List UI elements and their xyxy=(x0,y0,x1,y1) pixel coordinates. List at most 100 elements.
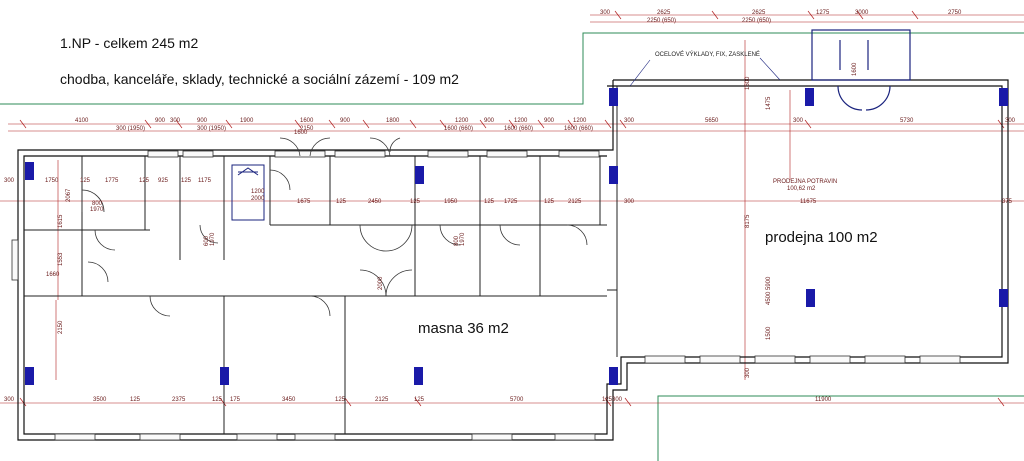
svg-text:300: 300 xyxy=(612,397,623,403)
prodejna-small-area: 100,62 m2 xyxy=(787,186,816,192)
svg-text:300: 300 xyxy=(745,367,751,378)
svg-text:1600 (660): 1600 (660) xyxy=(564,126,593,132)
svg-text:5900: 5900 xyxy=(766,276,772,290)
svg-text:5730: 5730 xyxy=(900,118,914,124)
svg-text:300: 300 xyxy=(793,118,804,124)
svg-text:8175: 8175 xyxy=(745,214,751,228)
svg-text:125: 125 xyxy=(414,397,425,403)
windows xyxy=(11,150,961,441)
svg-text:125: 125 xyxy=(130,397,141,403)
svg-text:1970: 1970 xyxy=(210,232,216,246)
svg-text:2000: 2000 xyxy=(378,276,384,290)
svg-text:1200: 1200 xyxy=(514,118,528,124)
svg-text:1675: 1675 xyxy=(297,199,311,205)
svg-text:900: 900 xyxy=(197,118,208,124)
svg-text:1475: 1475 xyxy=(766,96,772,110)
svg-text:1200: 1200 xyxy=(251,189,265,195)
dimension-ticks xyxy=(19,10,1005,407)
svg-text:2625: 2625 xyxy=(657,10,671,16)
svg-text:1950: 1950 xyxy=(444,199,458,205)
room-label-prodejna: prodejna 100 m2 xyxy=(765,229,878,246)
interior-walls xyxy=(24,86,618,434)
svg-text:300: 300 xyxy=(4,397,15,403)
svg-text:900: 900 xyxy=(155,118,166,124)
entrance-vestibule xyxy=(811,29,911,111)
svg-text:125: 125 xyxy=(410,199,421,205)
svg-text:800: 800 xyxy=(454,235,460,246)
plan-subtitle: chodba, kanceláře, sklady, technické a s… xyxy=(60,71,459,87)
svg-text:5650: 5650 xyxy=(705,118,719,124)
svg-text:125: 125 xyxy=(544,199,555,205)
dimension-text-bottom: 300 3500 125 2375 125 175 3450 125 2125 … xyxy=(4,397,832,403)
svg-text:375: 375 xyxy=(1002,199,1013,205)
svg-text:1600 (660): 1600 (660) xyxy=(504,126,533,132)
svg-text:1970: 1970 xyxy=(460,232,466,246)
svg-text:1970: 1970 xyxy=(90,207,104,213)
svg-text:125: 125 xyxy=(484,199,495,205)
dimension-text-vertical: 8175 5900 1500 4500 1475 1600 1500 300 2… xyxy=(46,62,858,378)
room-label-masna: masna 36 m2 xyxy=(418,320,509,337)
svg-text:1900: 1900 xyxy=(240,118,254,124)
svg-text:2000: 2000 xyxy=(251,196,265,202)
svg-text:300: 300 xyxy=(600,10,611,16)
svg-text:1750: 1750 xyxy=(45,178,59,184)
svg-text:125: 125 xyxy=(602,397,613,403)
svg-text:300: 300 xyxy=(624,118,635,124)
svg-text:900: 900 xyxy=(340,118,351,124)
svg-text:1725: 1725 xyxy=(504,199,518,205)
svg-text:2125: 2125 xyxy=(568,199,582,205)
svg-text:300: 300 xyxy=(1005,118,1016,124)
svg-text:2250 (650): 2250 (650) xyxy=(742,18,771,24)
svg-text:125: 125 xyxy=(336,199,347,205)
svg-text:1600: 1600 xyxy=(300,118,314,124)
svg-text:1600 (660): 1600 (660) xyxy=(444,126,473,132)
svg-text:2125: 2125 xyxy=(375,397,389,403)
svg-text:300 (1950): 300 (1950) xyxy=(116,126,145,132)
outer-walls xyxy=(17,79,1009,441)
svg-text:1200: 1200 xyxy=(455,118,469,124)
svg-text:1600: 1600 xyxy=(852,62,858,76)
svg-text:1500: 1500 xyxy=(766,326,772,340)
lift-shaft xyxy=(231,164,265,221)
doors xyxy=(81,137,588,317)
svg-text:3000: 3000 xyxy=(855,10,869,16)
svg-text:1600: 1600 xyxy=(294,130,308,136)
window-note: OCELOVÉ VÝKLADY, FIX, ZASKLENÉ xyxy=(655,51,760,58)
svg-text:1500: 1500 xyxy=(745,76,751,90)
svg-text:1660: 1660 xyxy=(46,272,60,278)
svg-text:125: 125 xyxy=(212,397,223,403)
window-note-leader xyxy=(629,57,781,87)
svg-text:1175: 1175 xyxy=(198,178,212,184)
svg-text:1553: 1553 xyxy=(58,252,64,266)
svg-text:11675: 11675 xyxy=(800,199,817,205)
svg-text:4500: 4500 xyxy=(766,291,772,305)
svg-text:2150: 2150 xyxy=(58,320,64,334)
svg-text:2150: 2150 xyxy=(300,126,314,132)
svg-text:1200: 1200 xyxy=(573,118,587,124)
svg-text:2250 (650): 2250 (650) xyxy=(647,18,676,24)
svg-text:2067: 2067 xyxy=(66,188,72,202)
svg-text:800: 800 xyxy=(92,201,103,207)
svg-text:900: 900 xyxy=(484,118,495,124)
svg-text:175: 175 xyxy=(230,397,241,403)
dimension-text-middle: 300 1750 125 1775 125 925 125 1175 1675 … xyxy=(4,178,1013,205)
dimension-lines xyxy=(0,14,1024,404)
door-labels: 800 1970 600 1970 800 1970 1200 2000 160… xyxy=(90,130,466,290)
structural-columns xyxy=(25,88,1008,385)
svg-text:1800: 1800 xyxy=(386,118,400,124)
svg-text:11900: 11900 xyxy=(815,397,832,403)
svg-text:125: 125 xyxy=(335,397,346,403)
svg-text:2750: 2750 xyxy=(948,10,962,16)
svg-text:300: 300 xyxy=(624,199,635,205)
svg-text:2625: 2625 xyxy=(752,10,766,16)
svg-text:5700: 5700 xyxy=(510,397,524,403)
svg-text:300 (1950): 300 (1950) xyxy=(197,126,226,132)
svg-text:1615: 1615 xyxy=(58,214,64,228)
dimension-text-top: 4100 900 300 900 1900 1600 900 1800 1200… xyxy=(75,118,1016,132)
svg-text:4100: 4100 xyxy=(75,118,89,124)
svg-text:2450: 2450 xyxy=(368,199,382,205)
dimension-text-upper: 300 2625 2625 1275 3000 2750 2250 (650) … xyxy=(600,10,962,24)
prodejna-small-label: PRODEJNA POTRAVIN xyxy=(773,179,837,185)
svg-text:125: 125 xyxy=(80,178,91,184)
